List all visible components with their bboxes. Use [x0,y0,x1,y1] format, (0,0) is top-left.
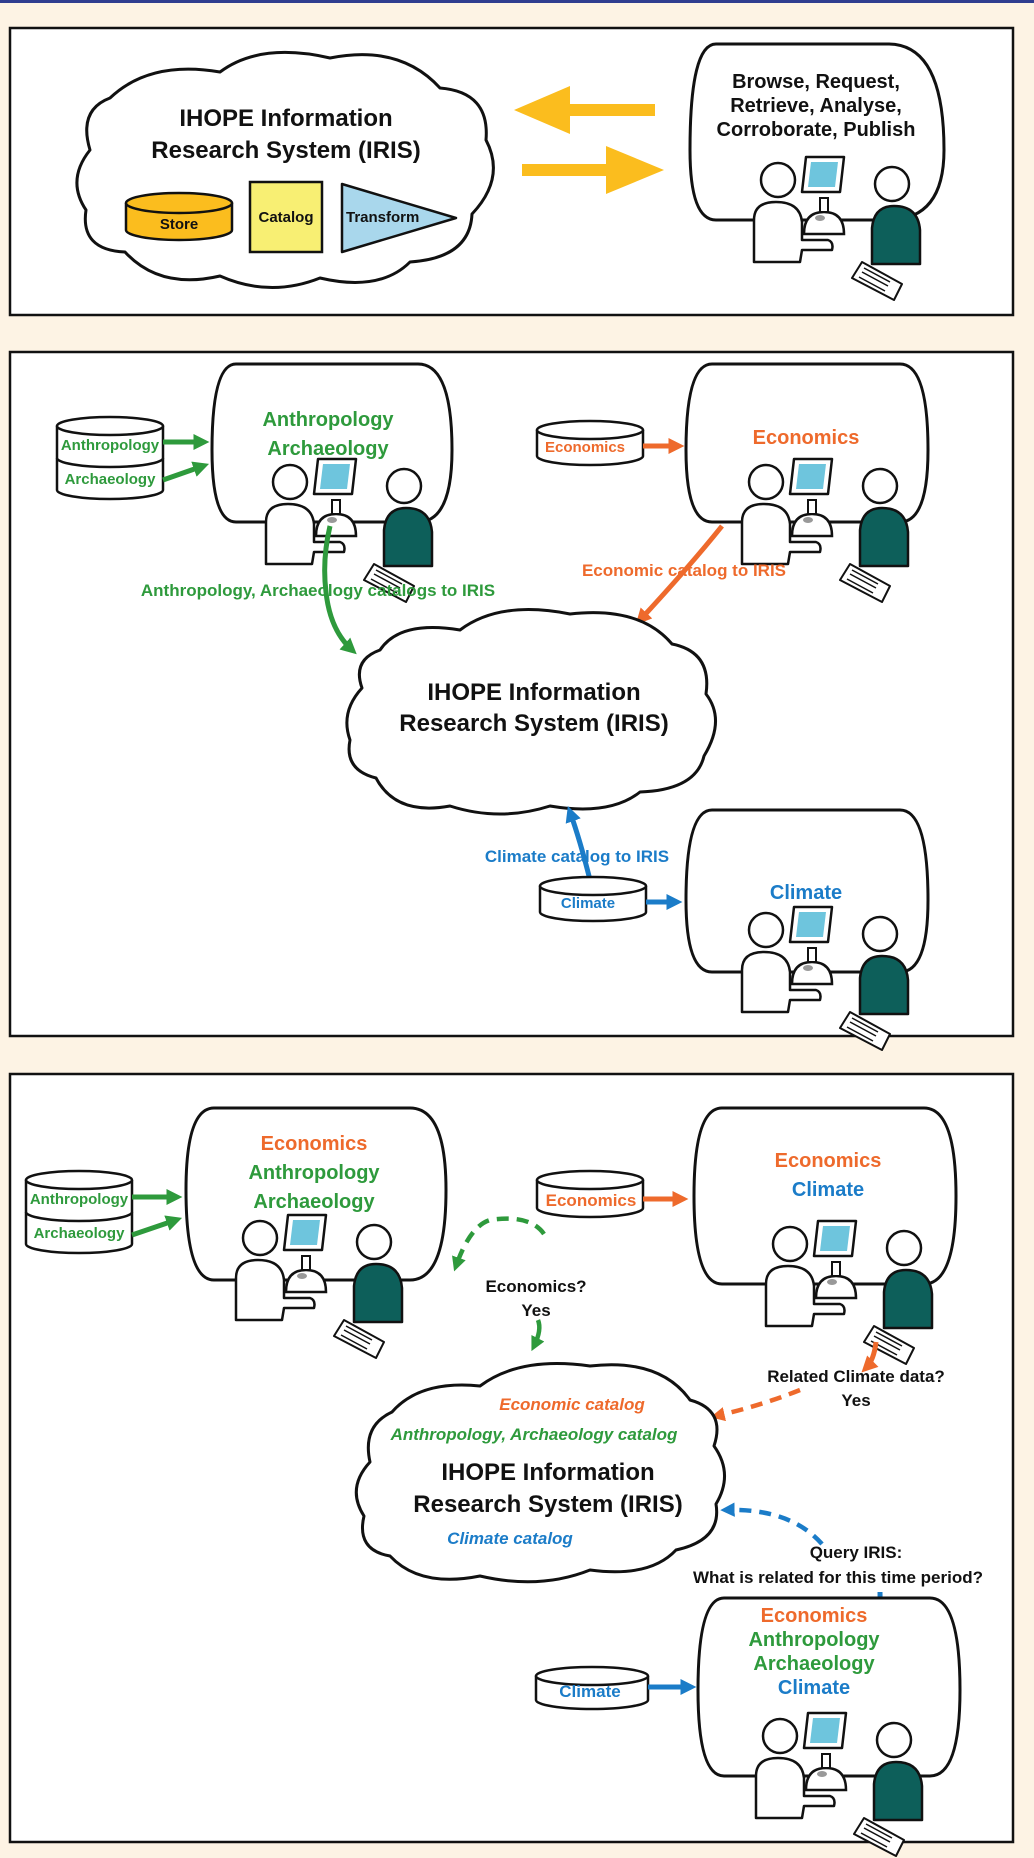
panel1-cloud-title-line2: Research System (IRIS) [151,137,420,164]
dashed-arrow-orange-query [710,1387,801,1422]
top-rule [0,0,1034,3]
room-green-line2: Archaeology [267,438,389,460]
room2-line2: Climate [792,1179,864,1201]
orange-flow-label: Economic catalog to IRIS [582,561,786,580]
room-orange-title: Economics [753,427,860,449]
db-anth-arch-panel2: Anthropology Archaeology [55,415,165,501]
query2-line1: Related Climate data? [767,1367,945,1386]
arrow-orange-answer [861,1341,879,1373]
room3-line3: Archaeology [753,1653,875,1675]
db-anthropology-label: Anthropology [61,437,160,454]
db-climate-panel3: Climate [534,1665,650,1711]
cloud3-climate-catalog: Climate catalog [447,1529,573,1548]
db-anth-arch-panel3: Anthropology Archaeology [24,1169,134,1255]
query1-line1: Economics? [485,1277,586,1296]
transform-label: Transform [346,209,419,226]
panel2-cloud-title-line2: Research System (IRIS) [399,710,668,737]
room2-line1: Economics [775,1150,882,1172]
query3-line1: Query IRIS: [810,1543,903,1562]
cloud3-anth-arch-catalog: Anthropology, Archaeology catalog [390,1425,678,1444]
arrow3-arch-to-room [131,1215,183,1238]
dashed-arrow-blue-query [720,1502,824,1546]
room-blue-title: Climate [770,882,842,904]
db3-archaeology-label: Archaeology [34,1225,126,1242]
db-climate-label: Climate [561,895,615,912]
double-arrow [514,86,664,194]
arrow-green-to-iris [322,525,357,655]
arrow-arch-to-room [162,461,210,483]
transform-triangle [340,182,458,254]
room3-line1: Economics [761,1605,868,1627]
catalog-label: Catalog [258,209,313,226]
blue-flow-label: Climate catalog to IRIS [485,847,669,866]
panel3-cloud-title-line1: IHOPE Information [441,1459,654,1486]
actions-line1: Browse, Request, [732,71,900,93]
room1-line2: Anthropology [248,1162,380,1184]
db-climate-panel2: Climate [538,875,648,923]
db3-anthropology-label: Anthropology [30,1191,129,1208]
panel3-cloud-title-line2: Research System (IRIS) [413,1491,682,1518]
db-economics-panel2: Economics [535,419,645,467]
arrow-blue-to-iris [565,805,593,881]
catalog-box [248,180,324,254]
room3-line2: Anthropology [748,1629,880,1651]
query1-line2: Yes [521,1301,550,1320]
arrow-green-answer [531,1319,545,1352]
green-flow-label: Anthropology, Archaeology catalogs to IR… [141,581,495,600]
db3-economics-label: Economics [546,1191,637,1210]
room3-line4: Climate [778,1677,850,1699]
iris-cloud-panel3 [354,1362,726,1584]
arrow-orange-to-iris [635,524,724,625]
room1-line3: Archaeology [253,1191,375,1213]
db-economics-panel3: Economics [535,1169,645,1219]
store-cylinder: Store [124,191,234,242]
db-archaeology-label: Archaeology [65,471,157,488]
room-green-line1: Anthropology [262,409,394,431]
room1-line1: Economics [261,1133,368,1155]
panel2-cloud-title-line1: IHOPE Information [427,679,640,706]
query2-line2: Yes [841,1391,870,1410]
actions-line2: Retrieve, Analyse, [730,95,902,117]
query3-line2: What is related for this time period? [693,1568,983,1587]
db3-climate-label: Climate [559,1682,620,1701]
iris-cloud-panel2 [345,608,717,816]
db-economics-label: Economics [545,439,625,456]
cloud3-economic-catalog: Economic catalog [499,1395,645,1414]
store-label: Store [160,216,198,233]
actions-line3: Corroborate, Publish [717,119,916,141]
panel1-cloud-title-line1: IHOPE Information [179,105,392,132]
